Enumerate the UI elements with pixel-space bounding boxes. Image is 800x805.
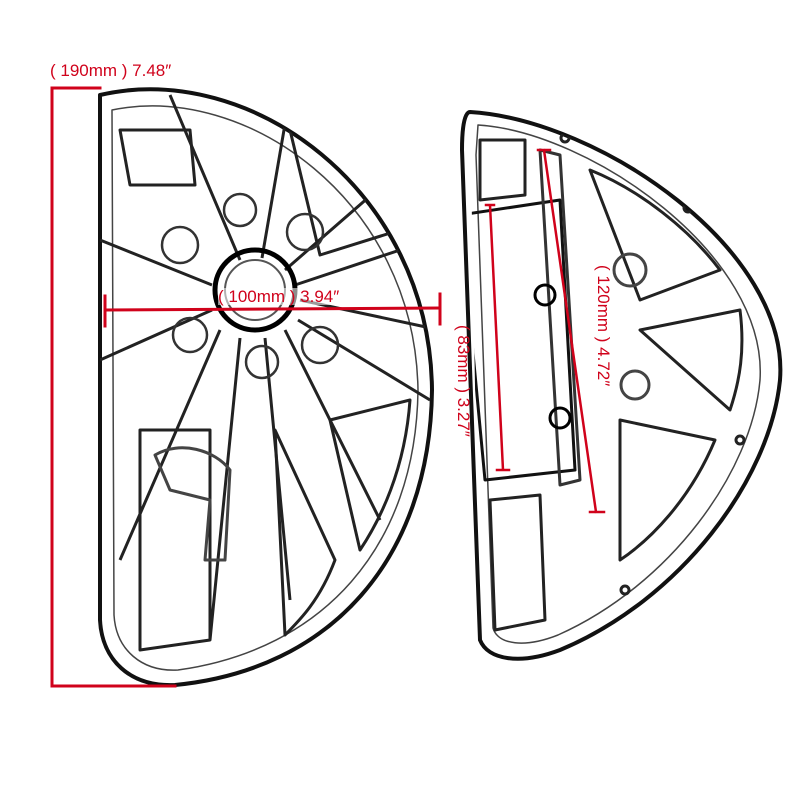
dimension-lines	[50, 86, 606, 688]
height-dimension-line	[50, 86, 177, 688]
bolt-holes	[160, 192, 340, 380]
pad-dimension-label: ( 83mm ) 3.27″	[454, 325, 473, 437]
width-dimension-line	[103, 306, 442, 312]
height-dimension-label: ( 190mm ) 7.48″	[50, 61, 172, 80]
pad-dimension-line	[484, 203, 511, 472]
length-dimension-label: ( 120mm ) 4.72″	[594, 265, 613, 387]
mounting-pad	[470, 198, 577, 482]
length-dimension-line	[536, 148, 606, 514]
width-dimension-label: ( 100mm ) 3.94″	[218, 287, 340, 306]
right-floorboard	[460, 110, 783, 661]
left-floorboard	[98, 87, 434, 688]
